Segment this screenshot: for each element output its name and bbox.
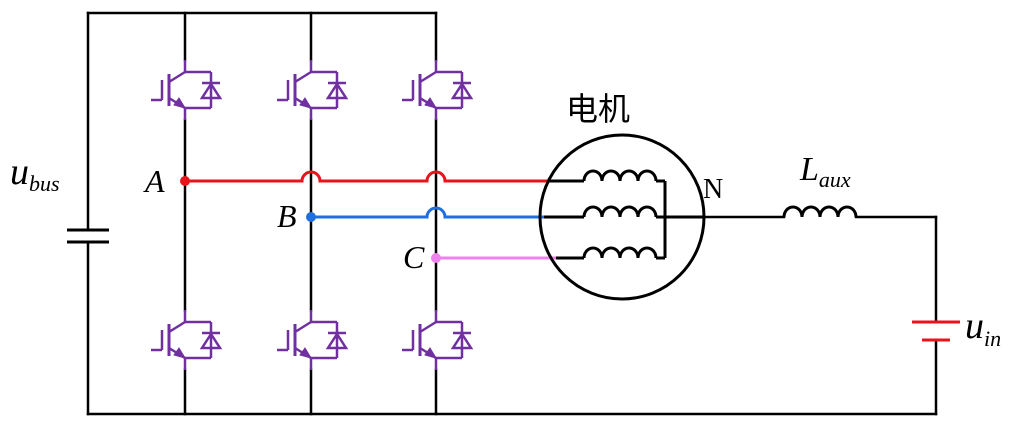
igbt-c-upper-icon <box>400 58 473 122</box>
node-b-label: B <box>277 198 297 234</box>
igbt-c-lower-icon <box>400 308 473 372</box>
motor <box>538 133 706 301</box>
phase-b-wire <box>306 206 544 222</box>
coil-b-icon <box>582 205 658 218</box>
neutral-label: N <box>703 174 723 205</box>
bus-capacitor <box>67 228 109 244</box>
u-bus-label: ubus <box>10 151 60 196</box>
node-b-dot <box>306 212 316 222</box>
node-a-dot <box>180 176 190 186</box>
coil-c-icon <box>582 246 658 259</box>
igbt-b-upper-icon <box>275 58 348 122</box>
node-c-dot <box>431 253 441 263</box>
motor-label: 电机 <box>566 90 630 128</box>
node-a-label: A <box>143 163 165 199</box>
phase-c-wire <box>431 253 556 263</box>
aux-inductor-icon <box>782 205 858 218</box>
igbt-a-upper-icon <box>149 58 222 122</box>
input-source-icon <box>912 320 960 342</box>
phase-a-wire <box>180 170 548 186</box>
l-aux-label: Laux <box>799 151 851 192</box>
igbt-b-lower-icon <box>275 308 348 372</box>
coil-a-icon <box>582 169 658 182</box>
node-c-label: C <box>403 239 425 275</box>
igbt-a-lower-icon <box>149 308 222 372</box>
dc-bus-wiring <box>86 11 938 416</box>
u-in-label: uin <box>965 305 1001 351</box>
